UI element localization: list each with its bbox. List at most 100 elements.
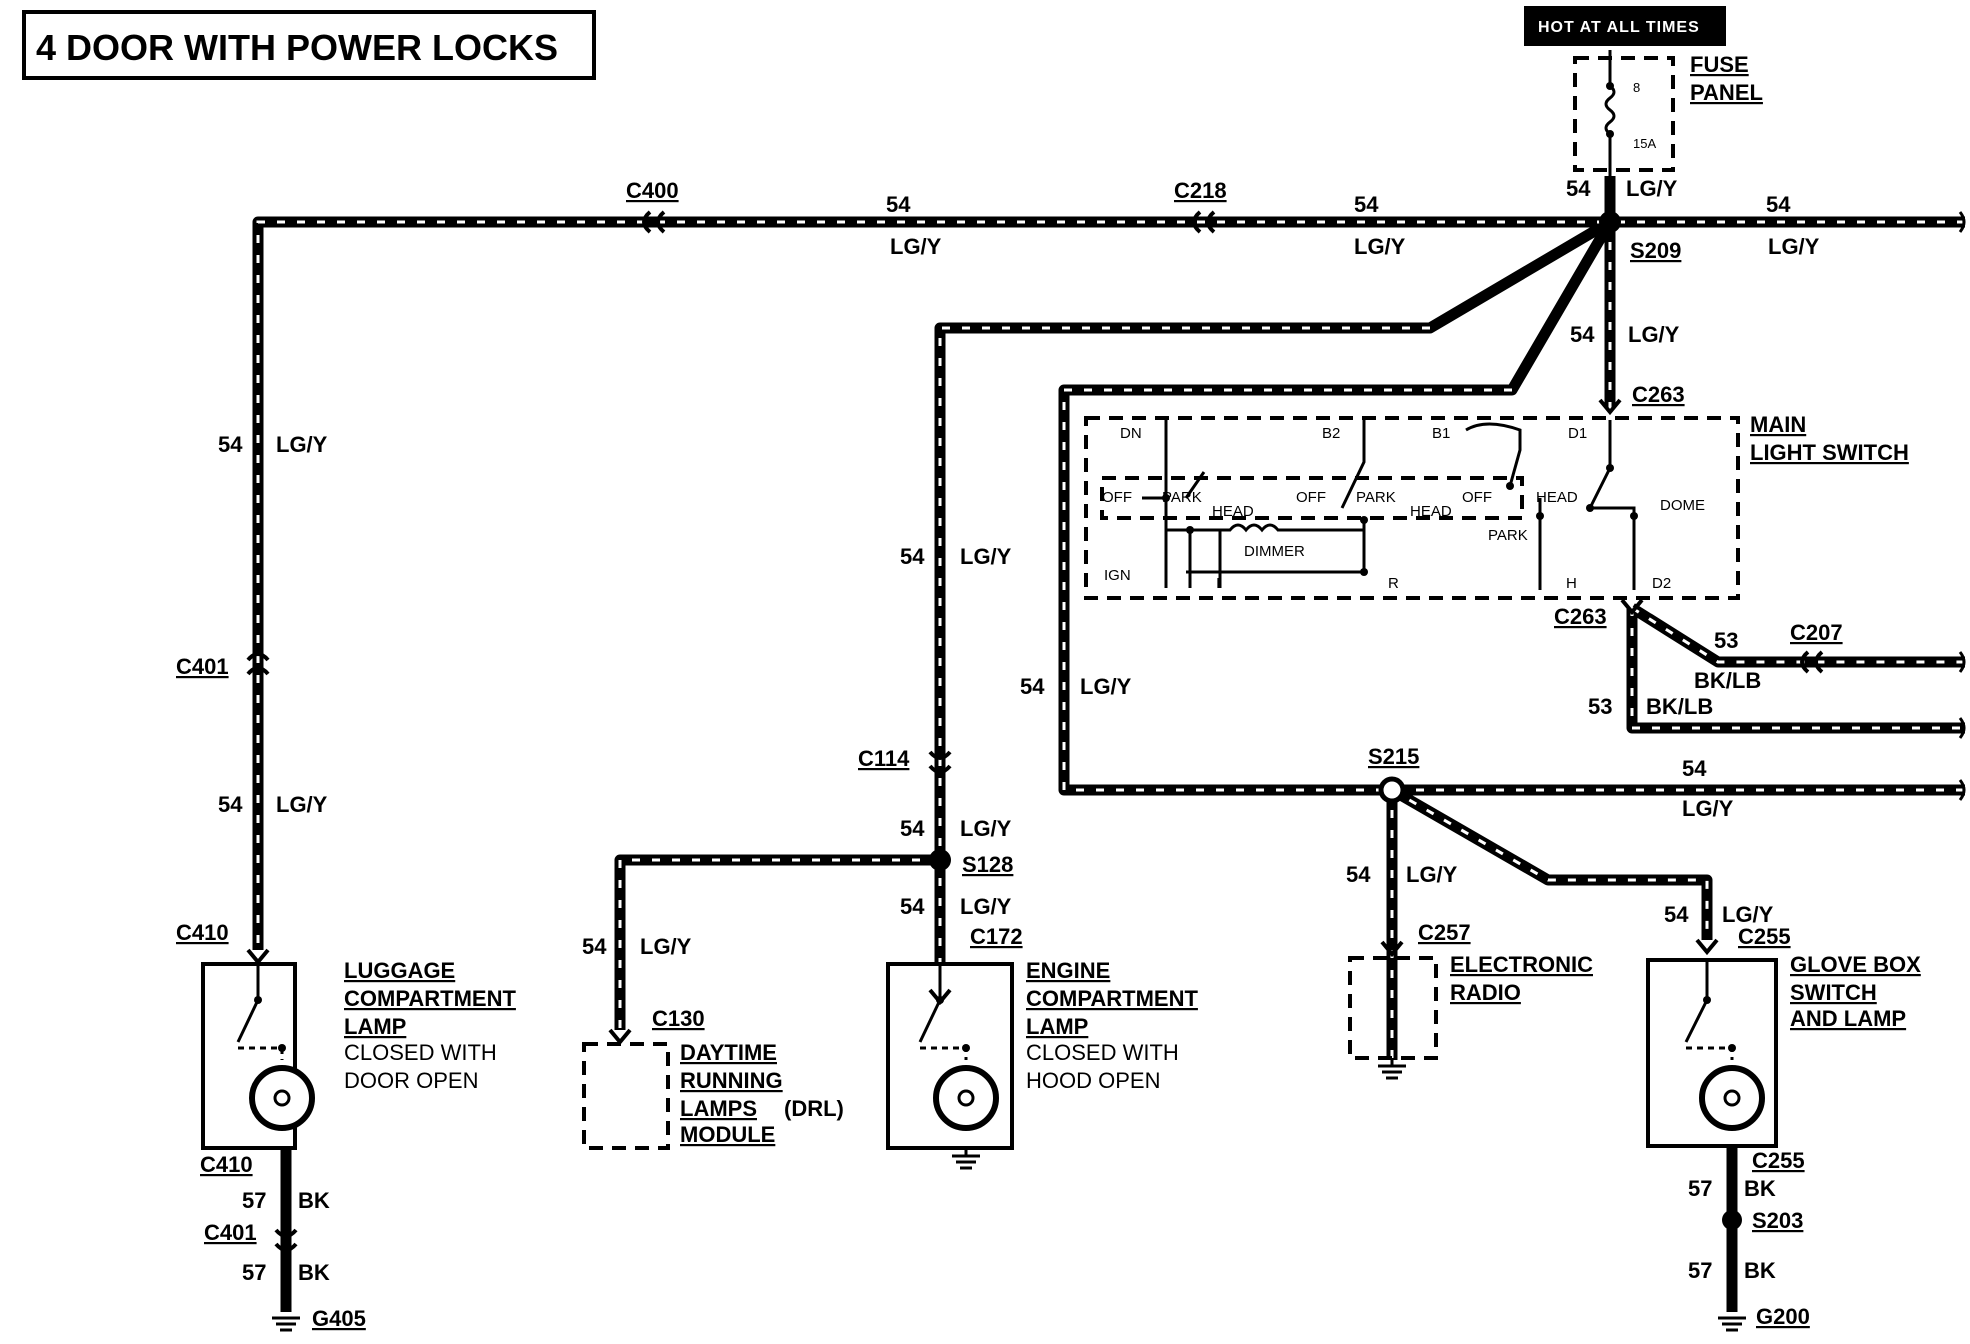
- wire-57-label: 57: [1688, 1258, 1712, 1283]
- wire-lgy-label: LG/Y: [1354, 234, 1406, 259]
- wire-54-label: 54: [1570, 322, 1595, 347]
- drl-label-3b: (DRL): [784, 1096, 844, 1121]
- ls-off-3: OFF: [1462, 489, 1492, 506]
- electronic-radio: ELECTRONIC RADIO: [1348, 940, 1593, 1080]
- glove-box-switch-and-lamp: GLOVE BOX SWITCH AND LAMP: [1646, 938, 1921, 1148]
- wire-54-label: 54: [1566, 176, 1591, 201]
- connector-c255-upper: C255: [1738, 924, 1791, 949]
- glove-label-2: SWITCH: [1790, 980, 1877, 1005]
- drl-label-4: MODULE: [680, 1122, 775, 1147]
- engine-lamp-bulb: [933, 1065, 999, 1131]
- wire-54-label: 54: [218, 792, 243, 817]
- title-box: 4 DOOR WITH POWER LOCKS: [22, 10, 596, 80]
- wire-lgy-label: LG/Y: [276, 432, 328, 457]
- splice-s203: [1722, 1210, 1742, 1230]
- wire-54-label: 54: [900, 816, 925, 841]
- wire-labels: 54 LG/Y 54 LG/Y 54 LG/Y 54 LG/Y 54 LG/Y …: [218, 176, 1820, 1285]
- connector-c130: C130: [652, 1006, 705, 1031]
- luggage-lamp-bulb: [249, 1065, 315, 1131]
- luggage-label-2: COMPARTMENT: [344, 986, 516, 1011]
- wire-lgy-label: LG/Y: [1722, 902, 1774, 927]
- diagram-title: 4 DOOR WITH POWER LOCKS: [36, 27, 558, 68]
- wire-lgy-label: LG/Y: [276, 792, 328, 817]
- wire-lgy-label: LG/Y: [1768, 234, 1820, 259]
- ls-d1: D1: [1568, 425, 1587, 442]
- fuse-rating: 15A: [1633, 136, 1656, 151]
- wire-lgy-label: LG/Y: [1682, 796, 1734, 821]
- ls-dn: DN: [1120, 425, 1142, 442]
- wire-54-label: 54: [900, 544, 925, 569]
- splice-s128: [929, 849, 951, 871]
- connector-c172: C172: [970, 924, 1023, 949]
- drl-label-2: RUNNING: [680, 1068, 783, 1093]
- splice-s215: [1378, 776, 1406, 804]
- wire-lgy-label: LG/Y: [640, 934, 692, 959]
- radio-label-2: RADIO: [1450, 980, 1521, 1005]
- fuse-label-2: PANEL: [1690, 80, 1763, 105]
- glove-label-1: GLOVE BOX: [1790, 952, 1921, 977]
- connector-c114: C114: [858, 746, 910, 771]
- ls-head-1: HEAD: [1212, 503, 1254, 520]
- wire-53-label: 53: [1588, 694, 1612, 719]
- connector-c257: C257: [1418, 920, 1471, 945]
- radio-label-1: ELECTRONIC: [1450, 952, 1593, 977]
- ls-park-3: PARK: [1488, 527, 1528, 544]
- wires: [252, 176, 1965, 1312]
- wire-lgy-label: LG/Y: [960, 894, 1012, 919]
- engine-note-2: HOOD OPEN: [1026, 1068, 1160, 1093]
- connector-c401-upper: C401: [176, 654, 229, 679]
- wire-lgy-label: LG/Y: [1628, 322, 1680, 347]
- splice-s215-label: S215: [1368, 744, 1419, 769]
- ls-off-2: OFF: [1296, 489, 1326, 506]
- ls-b1: B1: [1432, 425, 1450, 442]
- connector-c207: C207: [1790, 620, 1843, 645]
- connector-c255-lower: C255: [1752, 1148, 1805, 1173]
- wire-lgy-label: LG/Y: [960, 544, 1012, 569]
- ls-head-3: HEAD: [1536, 489, 1578, 506]
- luggage-note-1: CLOSED WITH: [344, 1040, 497, 1065]
- ls-park-2: PARK: [1356, 489, 1396, 506]
- wire-54-label: 54: [1020, 674, 1045, 699]
- ls-r: R: [1388, 575, 1399, 592]
- connector-c410-lower: C410: [200, 1152, 253, 1177]
- wire-bk-label: BK: [1744, 1258, 1776, 1283]
- luggage-label-1: LUGGAGE: [344, 958, 455, 983]
- connector-c218: C218: [1174, 178, 1227, 203]
- wire-53-label: 53: [1714, 628, 1738, 653]
- connector-c400: C400: [626, 178, 679, 203]
- wire-lgy-label: LG/Y: [1080, 674, 1132, 699]
- hot-label: HOT AT ALL TIMES: [1538, 19, 1700, 36]
- light-switch-title-1: MAIN: [1750, 412, 1806, 437]
- wire-bk-label: BK: [1744, 1176, 1776, 1201]
- wire-lgy-label: LG/Y: [890, 234, 942, 259]
- ground-g405: G405: [312, 1306, 366, 1331]
- ls-head-2: HEAD: [1410, 503, 1452, 520]
- luggage-note-2: DOOR OPEN: [344, 1068, 478, 1093]
- grounds: [272, 1316, 1746, 1332]
- wire-57-label: 57: [242, 1260, 266, 1285]
- luggage-label-3: LAMP: [344, 1014, 406, 1039]
- connector-c263-bottom: C263: [1554, 604, 1607, 629]
- wire-54-label: 54: [1766, 192, 1791, 217]
- ls-b2: B2: [1322, 425, 1340, 442]
- ls-off-1: OFF: [1102, 489, 1132, 506]
- wire-54-label: 54: [1682, 756, 1707, 781]
- engine-compartment-lamp: ENGINE COMPARTMENT LAMP CLOSED WITH HOOD…: [886, 958, 1198, 1170]
- ls-h: H: [1566, 575, 1577, 592]
- wire-bk-label: BK: [298, 1260, 330, 1285]
- connector-c410-upper: C410: [176, 920, 229, 945]
- connector-marks: [246, 210, 1966, 1252]
- ls-d2: D2: [1652, 575, 1671, 592]
- wire-lgy-label: LG/Y: [1406, 862, 1458, 887]
- wire-lgy-label: LG/Y: [960, 816, 1012, 841]
- wire-54-label: 54: [1664, 902, 1689, 927]
- connector-c263-top: C263: [1632, 382, 1685, 407]
- ground-g200: G200: [1756, 1304, 1810, 1329]
- light-switch-title-2: LIGHT SWITCH: [1750, 440, 1909, 465]
- ls-park-1: PARK: [1162, 489, 1202, 506]
- glove-lamp-bulb: [1699, 1065, 1765, 1131]
- ls-i: I: [1216, 575, 1220, 592]
- engine-note-1: CLOSED WITH: [1026, 1040, 1179, 1065]
- fuse-label-1: FUSE: [1690, 52, 1749, 77]
- wire-lgy-label: LG/Y: [1626, 176, 1678, 201]
